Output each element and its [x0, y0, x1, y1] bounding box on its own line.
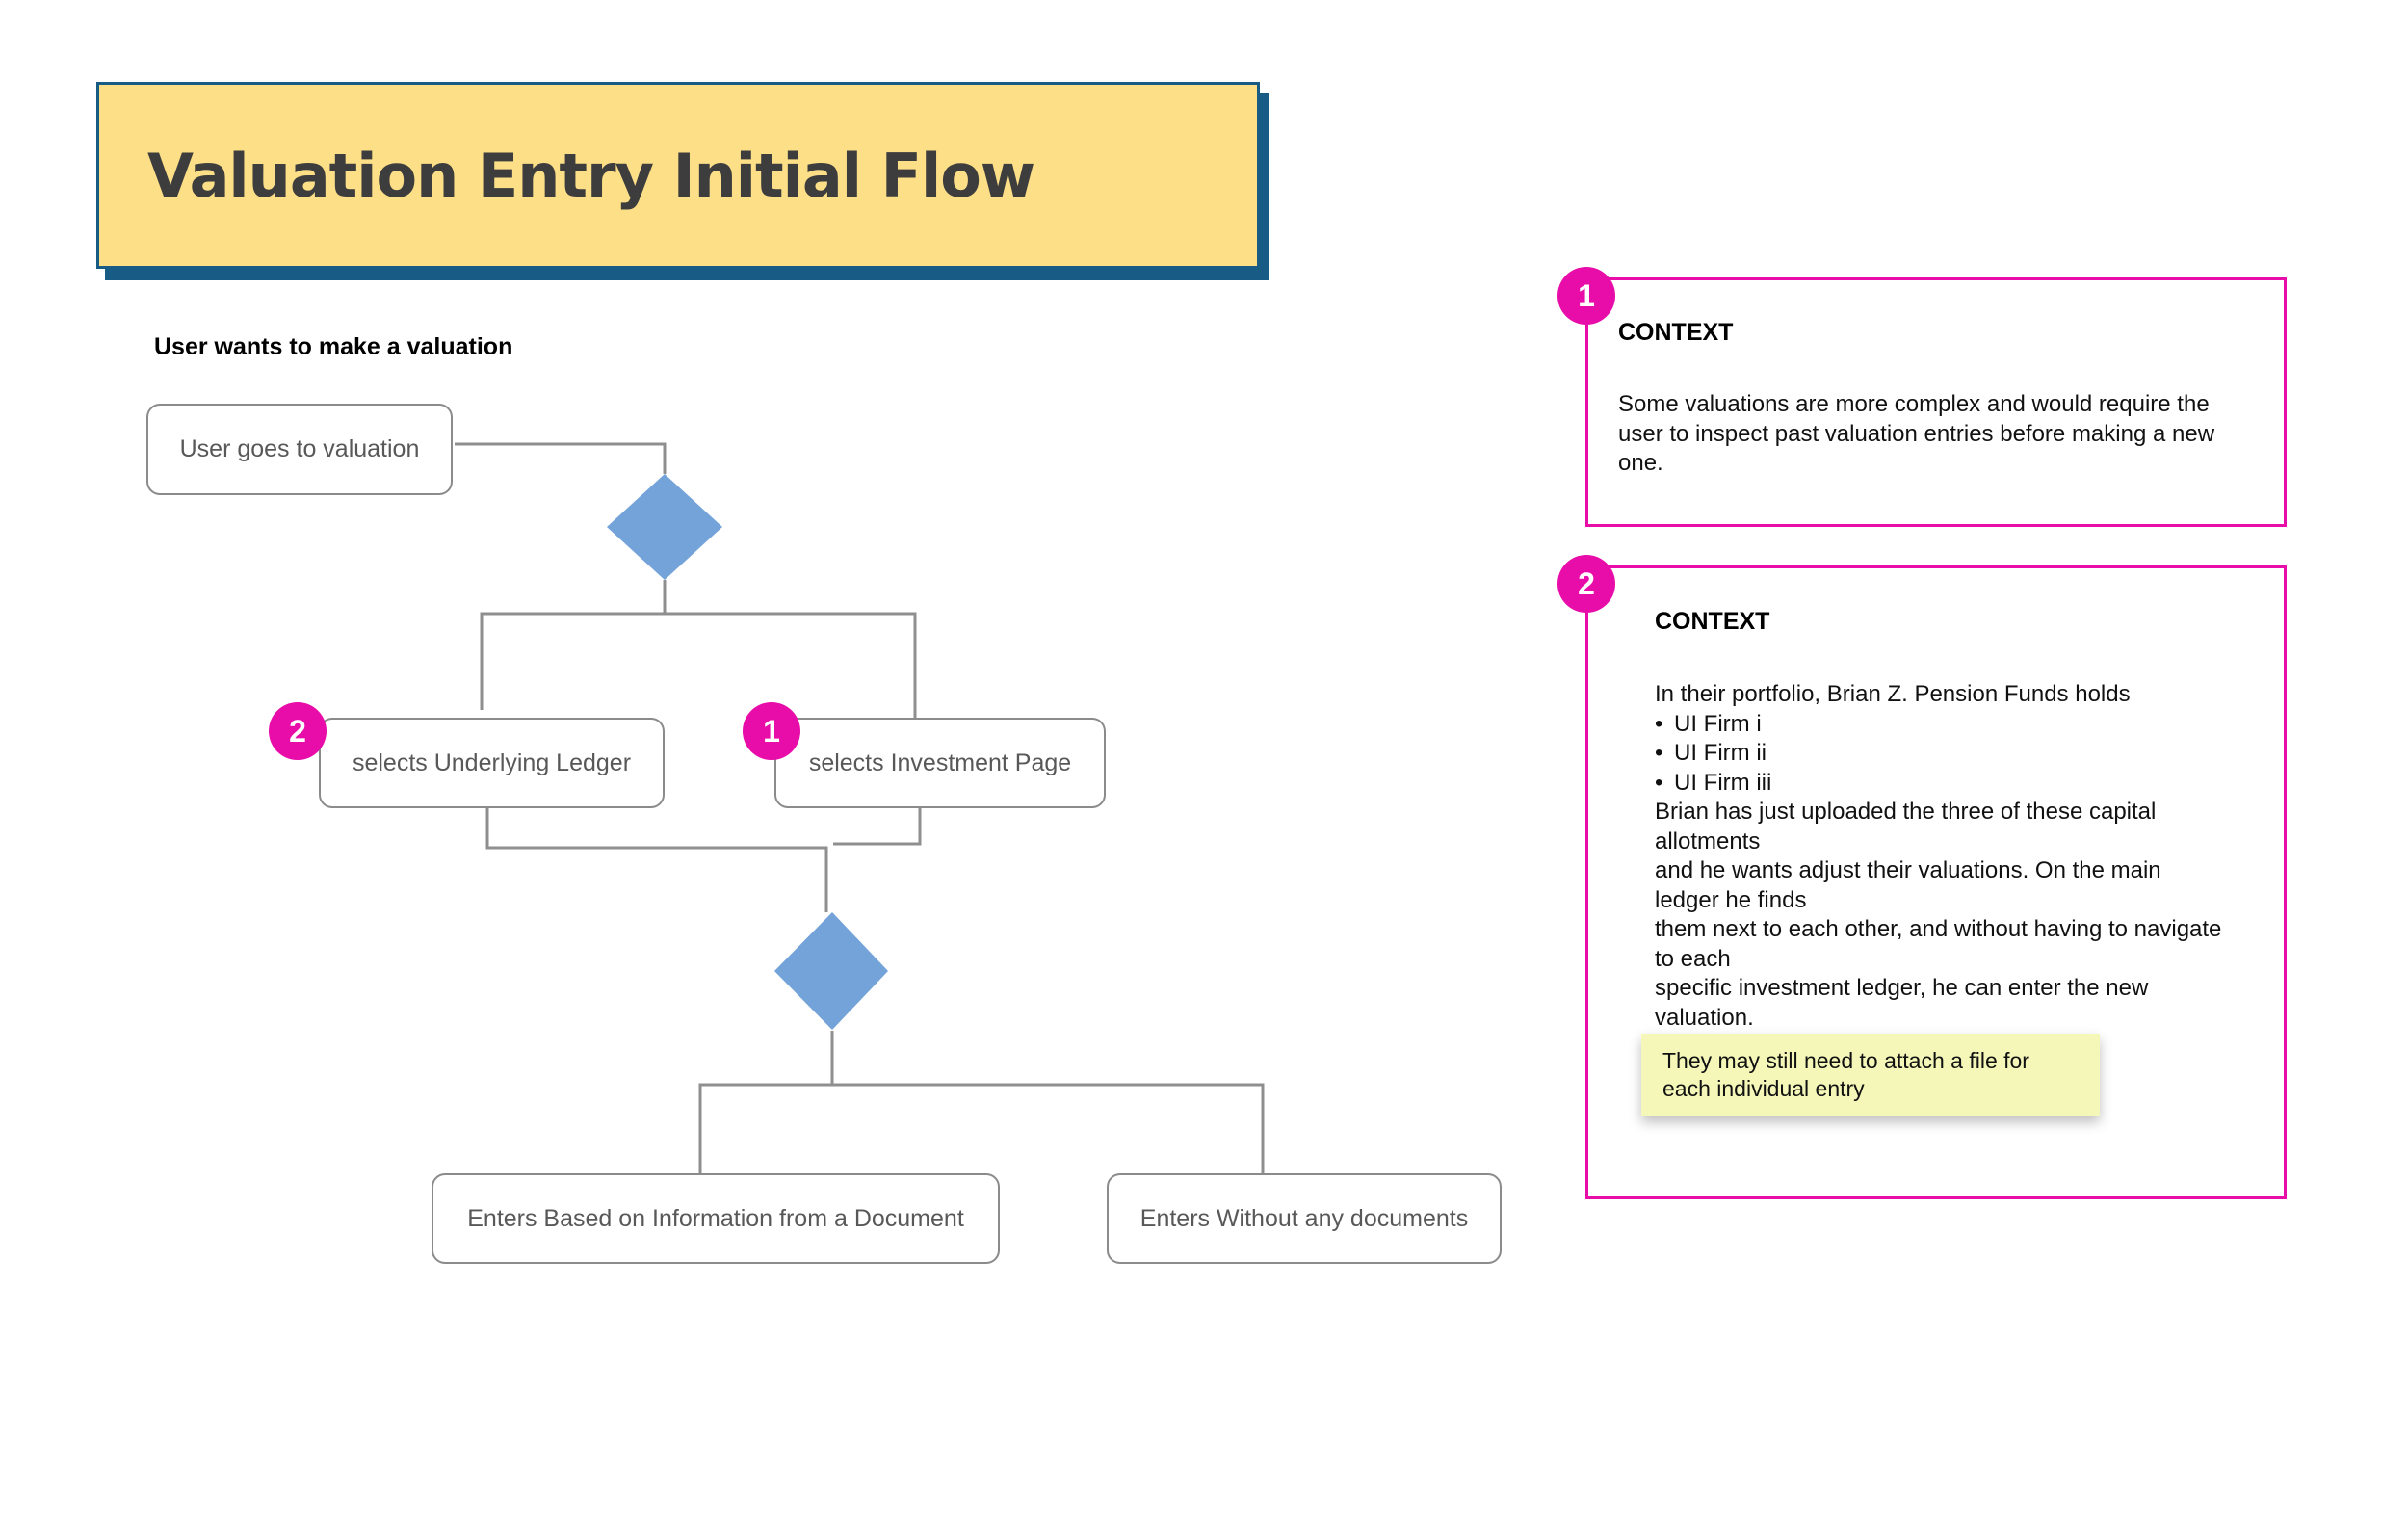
page-title: Valuation Entry Initial Flow	[147, 140, 1035, 211]
badge-2-ledger: 2	[269, 702, 327, 760]
flow-label: User wants to make a valuation	[154, 333, 513, 360]
firm-list: UI Firm i UI Firm ii UI Firm iii	[1655, 710, 2223, 799]
context-2-line: Brian has just uploaded the three of the…	[1655, 799, 2157, 854]
node-label: selects Investment Page	[808, 748, 1072, 776]
node-label: User goes to valuation	[179, 435, 420, 462]
connector-start-to-decision1	[455, 442, 667, 474]
title-banner: Valuation Entry Initial Flow	[96, 82, 1260, 269]
connector-decision2-branches	[698, 1031, 834, 1173]
sticky-note: They may still need to attach a file for…	[1641, 1034, 2100, 1116]
connector-decision1-to-investment	[665, 612, 917, 718]
context-2-intro: In their portfolio, Brian Z. Pension Fun…	[1655, 681, 2131, 707]
decision-diamond-2	[774, 912, 888, 1030]
context-panel-1: CONTEXT Some valuations are more complex…	[1585, 277, 2287, 527]
connector-decision1-branches	[480, 580, 667, 710]
context-1-heading: CONTEXT	[1618, 319, 1734, 346]
context-2-line: specific investment ledger, he can enter…	[1655, 975, 2149, 1031]
context-2-body: In their portfolio, Brian Z. Pension Fun…	[1655, 680, 2223, 1033]
badge-1-investment: 1	[743, 702, 800, 760]
context-2-badge: 2	[1557, 555, 1615, 613]
node-user-goes-to-valuation[interactable]: User goes to valuation	[146, 404, 453, 495]
context-1-body: Some valuations are more complex and wou…	[1618, 391, 2215, 476]
node-label: Enters Based on Information from a Docum…	[467, 1204, 964, 1232]
node-enters-with-document[interactable]: Enters Based on Information from a Docum…	[432, 1173, 1000, 1264]
decision-diamond-1	[607, 474, 722, 580]
connector-ledger-to-decision2	[485, 807, 828, 912]
context-2-line: and he wants adjust their valuations. On…	[1655, 857, 2161, 913]
connector-investment-to-decision2	[833, 807, 922, 846]
node-selects-investment-page[interactable]: selects Investment Page	[774, 718, 1106, 808]
context-1-badge: 1	[1557, 267, 1615, 325]
firm-item: UI Firm i	[1655, 710, 2223, 740]
connector-decision2-to-without	[832, 1083, 1265, 1173]
node-label: selects Underlying Ledger	[352, 748, 632, 776]
firm-item: UI Firm ii	[1655, 739, 2223, 769]
firm-item: UI Firm iii	[1655, 769, 2223, 799]
node-enters-without-documents[interactable]: Enters Without any documents	[1107, 1173, 1502, 1264]
node-selects-underlying-ledger[interactable]: selects Underlying Ledger	[319, 718, 665, 808]
node-label: Enters Without any documents	[1139, 1204, 1469, 1232]
context-2-line: them next to each other, and without hav…	[1655, 916, 2222, 972]
context-2-heading: CONTEXT	[1655, 608, 1770, 635]
